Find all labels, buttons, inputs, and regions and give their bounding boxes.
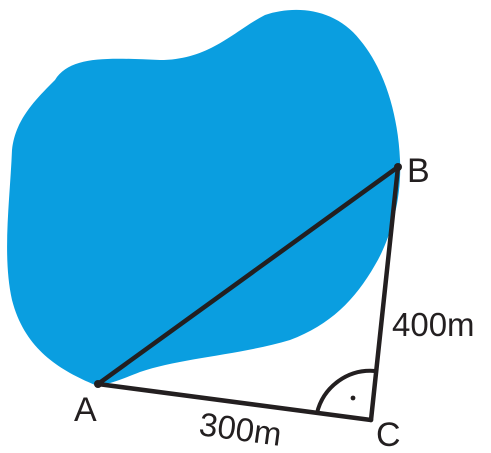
point-a-dot: [94, 380, 102, 388]
label-length-bc: 400m: [392, 306, 475, 343]
label-point-c: C: [376, 416, 401, 453]
segment-ab: [95, 164, 401, 387]
segment-bc: [368, 164, 401, 423]
segment-ac: [95, 381, 374, 423]
label-point-b: B: [407, 152, 430, 190]
label-length-ac: 300m: [197, 405, 284, 453]
right-angle-marker: [315, 368, 376, 414]
lake-region: [7, 9, 401, 386]
point-b-dot: [394, 163, 402, 171]
right-angle-dot: [350, 395, 356, 401]
label-point-a: A: [74, 391, 97, 429]
